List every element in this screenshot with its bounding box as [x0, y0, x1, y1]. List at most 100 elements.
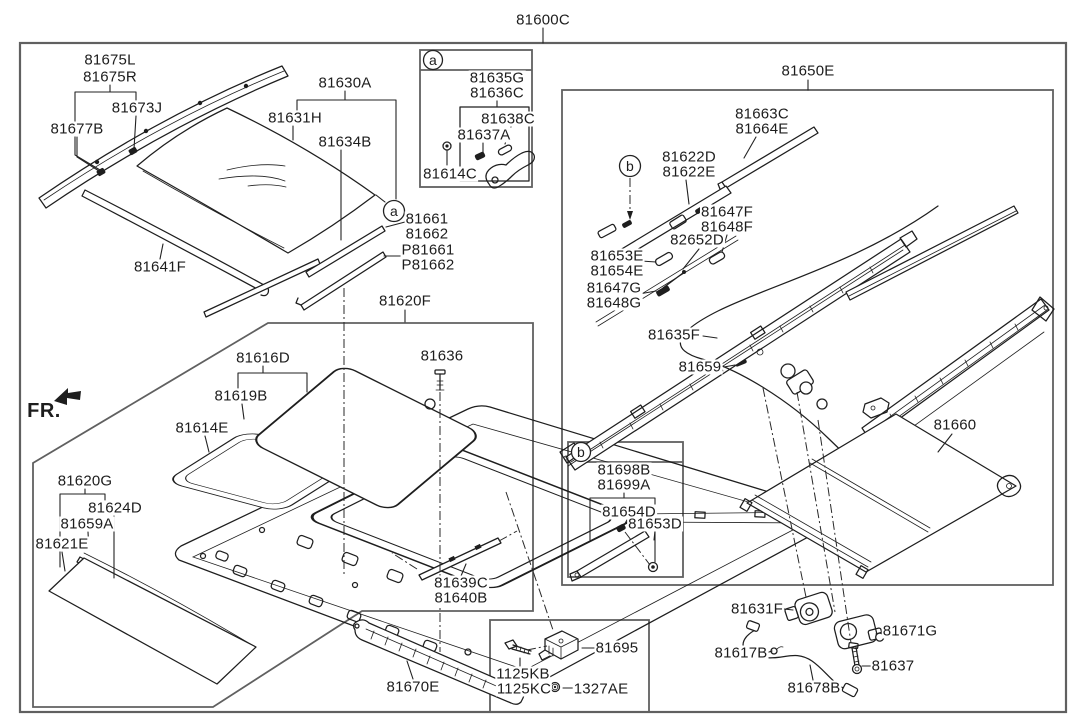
callout-b-ref: b	[626, 158, 634, 174]
part-label-81614E: 81614E	[174, 419, 230, 437]
part-label-81641F: 81641F	[132, 258, 188, 276]
part-label-81637A: 81637A	[456, 126, 512, 144]
clip-81677B	[96, 167, 106, 177]
part-eyelet-81617B	[770, 646, 784, 655]
callout-a-circle	[382, 199, 406, 223]
part-label-81647F: 81647F	[699, 203, 755, 221]
part-label-81631F: 81631F	[729, 600, 785, 618]
part-guide-strip-81663C	[717, 126, 819, 190]
part-mouldings-81661	[295, 225, 387, 311]
part-label-81620G: 81620G	[56, 472, 114, 490]
part-label-1327AE: 1327AE	[572, 680, 630, 698]
part-label-81670E: 81670E	[385, 678, 441, 696]
part-label-81619B: 81619B	[213, 387, 269, 405]
leader-lines	[59, 27, 953, 689]
callout-circles	[382, 49, 642, 463]
part-label-81698B: 81698B	[596, 461, 652, 479]
part-label-81664E: 81664E	[734, 120, 790, 138]
detail-b-parts	[569, 523, 659, 582]
part-label-81695: 81695	[594, 639, 640, 657]
part-label-81654E: 81654E	[589, 262, 645, 280]
reference-lines	[343, 178, 852, 652]
part-roof-rail-81677B	[38, 65, 289, 209]
part-label-81631H: 81631H	[267, 109, 323, 127]
part-label-81617B: 81617B	[713, 644, 769, 662]
clip-81673J	[128, 146, 138, 156]
part-label-81663C: 81663C	[734, 105, 790, 123]
part-slider-81647F	[708, 251, 726, 265]
part-rail-left	[559, 230, 918, 471]
part-label-81675R: 81675R	[82, 68, 138, 86]
callout-a-box-circle	[422, 49, 444, 71]
part-label-81648F: 81648F	[699, 218, 755, 236]
callout-b-box-circle	[570, 441, 592, 463]
part-label-81640B: 81640B	[433, 589, 489, 607]
part-label-81614C: 81614C	[422, 165, 478, 183]
part-sunshade-81660	[739, 397, 1022, 579]
part-label-81660: 81660	[932, 416, 978, 434]
part-label-81638C: 81638C	[480, 110, 536, 128]
part-label-81699A: 81699A	[596, 476, 652, 494]
part-crossmember-rear	[845, 205, 1019, 301]
part-wire-81678B	[742, 620, 859, 698]
part-label-81624D: 81624D	[87, 499, 143, 517]
part-label-81622D: 81622D	[661, 148, 717, 166]
part-label-81662: 81662	[404, 225, 450, 243]
part-label-P81661: P81661	[400, 241, 456, 259]
callout-b-circle	[618, 154, 642, 178]
part-label-81620F: 81620F	[377, 292, 433, 310]
part-label-81634B: 81634B	[317, 133, 373, 151]
part-label-81635F: 81635F	[646, 326, 702, 344]
part-slider-81653E	[654, 251, 674, 267]
part-label-81648G: 81648G	[585, 294, 643, 312]
callout-a-ref: a	[390, 203, 398, 219]
part-guide-pieces-b	[597, 220, 632, 239]
part-label-81659A: 81659A	[59, 515, 115, 533]
part-label-81600C: 81600C	[515, 11, 571, 29]
part-label-81675L: 81675L	[83, 51, 137, 69]
part-label-81677B: 81677B	[49, 120, 105, 138]
part-sunroof-glass-81616D	[255, 367, 477, 509]
part-label-81621E: 81621E	[34, 535, 90, 553]
part-label-81630A: 81630A	[317, 74, 373, 92]
part-label-81635G: 81635G	[468, 69, 526, 87]
callout-a-header: a	[429, 52, 437, 68]
part-label-81659: 81659	[677, 358, 723, 376]
part-label-81616D: 81616D	[235, 349, 291, 367]
callout-b-header: b	[577, 444, 585, 460]
roof-assembly-box	[32, 322, 534, 708]
part-label-81639C: 81639C	[433, 574, 489, 592]
part-clip-81647G	[656, 285, 670, 297]
part-pin-82652D	[662, 270, 686, 289]
part-front-glass-81621E	[48, 557, 257, 685]
part-bolt-81636	[434, 369, 446, 391]
part-drive-cluster	[756, 348, 828, 410]
part-label-81622E: 81622E	[661, 163, 717, 181]
part-label-81647G: 81647G	[585, 279, 643, 297]
part-label-81678B: 81678B	[786, 679, 842, 697]
detail-a-parts	[442, 141, 535, 189]
part-roof-glass-81631H	[136, 107, 376, 254]
part-label-81653E: 81653E	[589, 247, 645, 265]
part-label-81653D: 81653D	[627, 515, 683, 533]
part-bolt-81637	[848, 641, 863, 675]
part-label-81661: 81661	[404, 210, 450, 228]
part-label-P81662: P81662	[400, 256, 456, 274]
part-label-81654D: 81654D	[601, 503, 657, 521]
part-label-1125KB: 1125KB	[495, 665, 551, 683]
fr-direction-label: FR.	[27, 400, 61, 422]
fr-direction-icon	[54, 388, 81, 405]
part-label-81671G: 81671G	[881, 622, 939, 640]
part-motor-81671G	[833, 614, 885, 650]
part-label-81637: 81637	[870, 657, 916, 675]
arrow-head-b	[627, 211, 633, 220]
part-label-81673J: 81673J	[110, 99, 164, 117]
part-pin-81659	[735, 359, 747, 367]
part-label-82652D: 82652D	[669, 231, 725, 249]
part-motor-81631F	[784, 591, 833, 626]
part-label-81650E: 81650E	[780, 62, 836, 80]
hardware-box	[489, 619, 650, 713]
part-label-81636: 81636	[419, 347, 465, 365]
